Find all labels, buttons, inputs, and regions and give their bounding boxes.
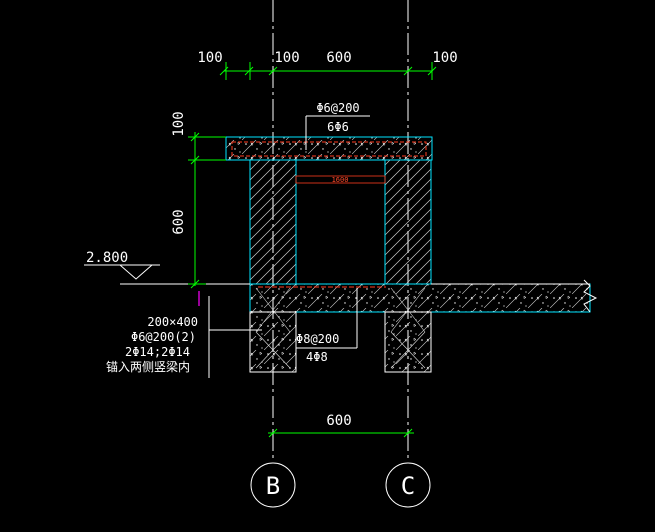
top-slab-rebar bbox=[231, 141, 427, 157]
dim-top-offset-right: 100 bbox=[432, 50, 457, 66]
right-beam-cross bbox=[390, 287, 426, 369]
axis-bubble-c bbox=[385, 462, 431, 508]
slab-rebar-bottom-label: 6Φ6 bbox=[327, 120, 349, 134]
inner-opening-line bbox=[295, 175, 386, 184]
left-beam-cross bbox=[255, 287, 291, 369]
left-wall bbox=[249, 159, 297, 285]
right-wall bbox=[384, 159, 432, 285]
axis-label-b: B bbox=[266, 472, 280, 500]
left-beam bbox=[249, 311, 297, 373]
bottom-dim-ticks bbox=[268, 428, 413, 438]
dim-top-span: 600 bbox=[326, 50, 351, 66]
dim-vertical-slab: 100 bbox=[171, 111, 187, 136]
beam-bars-label: 2Φ14;2Φ14 bbox=[125, 345, 190, 359]
top-dim-ticks bbox=[219, 62, 437, 80]
dim-top-wall-left: 100 bbox=[274, 50, 299, 66]
beam-stirrup-label: Φ6@200(2) bbox=[131, 330, 196, 344]
inner-small-dimension: 1600 bbox=[332, 176, 349, 184]
beam-note-label: 锚入两侧竖梁内 bbox=[106, 359, 190, 374]
beam-size-label: 200×400 bbox=[147, 315, 198, 329]
elevation-triangle bbox=[119, 264, 153, 280]
slab-rebar-top-label: Φ6@200 bbox=[316, 101, 359, 115]
dim-top-offset-left: 100 bbox=[197, 50, 222, 66]
dim-vertical-wall: 600 bbox=[171, 209, 187, 234]
right-beam bbox=[384, 311, 432, 373]
floor-slab bbox=[249, 283, 591, 313]
floor-rebar-top-label: Φ8@200 bbox=[296, 332, 339, 346]
axis-label-c: C bbox=[401, 472, 415, 500]
break-line bbox=[583, 279, 598, 313]
floor-rebar-bottom-label: 4Φ8 bbox=[306, 350, 328, 364]
dim-bottom-span: 600 bbox=[326, 413, 351, 429]
left-dim-ticks bbox=[188, 132, 226, 289]
top-slab bbox=[225, 136, 433, 161]
elevation-label: 2.800 bbox=[86, 250, 128, 266]
axis-bubble-b bbox=[250, 462, 296, 508]
